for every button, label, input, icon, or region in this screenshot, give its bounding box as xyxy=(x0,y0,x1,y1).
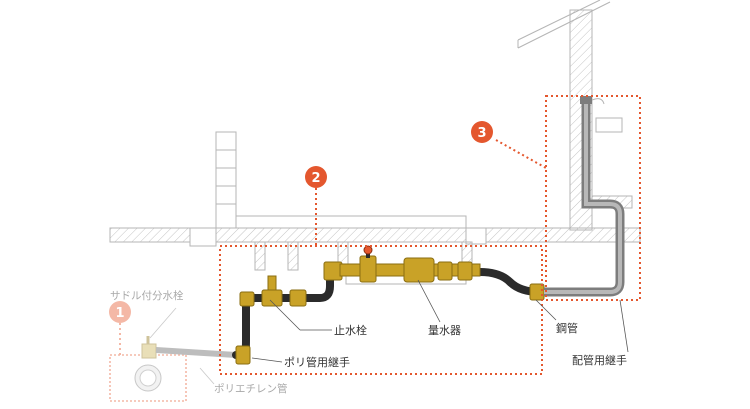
steel-pipe xyxy=(544,96,625,297)
stop-valve-fitting xyxy=(261,289,283,307)
marker-1: 1 xyxy=(109,301,131,323)
steel-pipe-label: 鋼管 xyxy=(556,321,578,335)
saddle-leader xyxy=(149,307,177,339)
left-stack xyxy=(215,131,237,229)
svg-text:1: 1 xyxy=(115,306,124,321)
pipe-run xyxy=(232,245,545,365)
poly-joint-fitting xyxy=(235,345,251,365)
pipe-joint-label: 配管用継手 xyxy=(572,353,627,367)
poly-joint-label: ポリ管用継手 xyxy=(284,355,350,369)
sink-basin xyxy=(595,117,623,133)
floor-slab xyxy=(235,215,467,229)
marker-3: 3 xyxy=(471,121,493,143)
water-meter xyxy=(403,257,435,283)
poly-pipe-label: ポリエチレン管 xyxy=(214,382,288,395)
region-2 xyxy=(219,245,543,375)
saddle-tap-area xyxy=(109,336,237,402)
marker-2: 2 xyxy=(305,166,327,188)
svg-text:3: 3 xyxy=(477,126,486,141)
building-structure xyxy=(109,0,641,285)
stop-valve-label: 止水栓 xyxy=(334,323,367,337)
svg-text:2: 2 xyxy=(311,171,320,186)
marker-3-leader xyxy=(495,139,547,169)
water-meter-label: 量水器 xyxy=(428,324,461,337)
label-leaders xyxy=(251,279,629,363)
highlight-regions xyxy=(219,95,641,375)
poly-pipe-leader xyxy=(199,367,215,385)
saddle-label: サドル付分水栓 xyxy=(110,289,184,302)
region-3 xyxy=(545,95,641,301)
